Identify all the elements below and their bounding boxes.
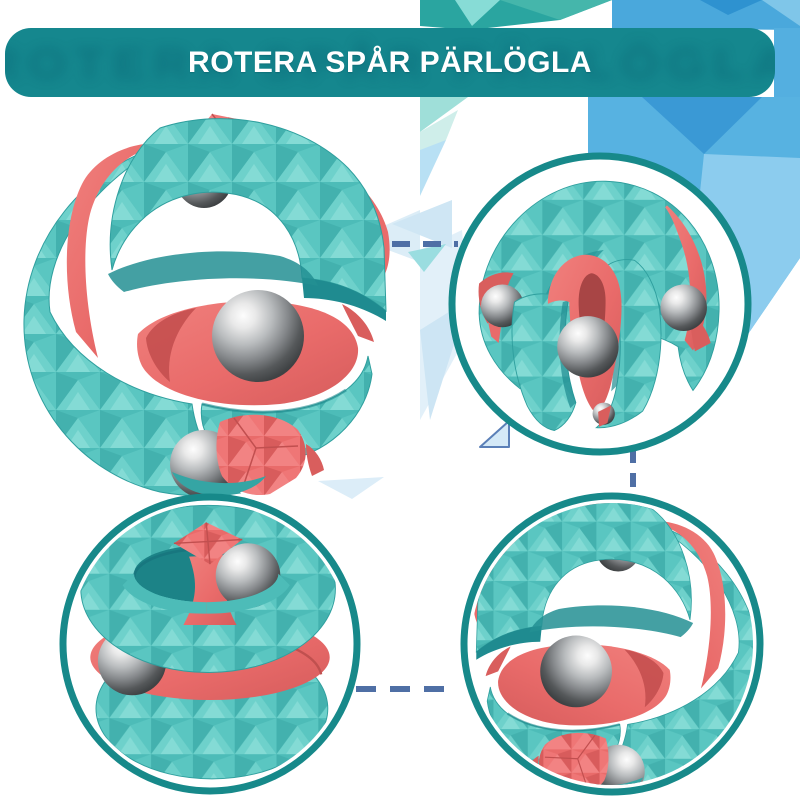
mosaic-triangle bbox=[612, 0, 800, 30]
mosaic-triangle bbox=[318, 477, 384, 499]
ring-front-lip bbox=[122, 573, 207, 614]
mosaic-triangle bbox=[408, 244, 446, 272]
mosaic-triangle bbox=[392, 200, 452, 248]
connector-dashes bbox=[356, 241, 636, 692]
steel-ball bbox=[557, 316, 619, 378]
steel-ball bbox=[212, 290, 304, 382]
mosaic-triangle bbox=[420, 97, 468, 132]
teal-band-top bbox=[109, 118, 387, 313]
front-rim bbox=[172, 472, 266, 496]
red-track-shadow bbox=[146, 308, 196, 382]
mosaic-triangle bbox=[700, 0, 762, 15]
title-banner: ROTERA SPÅR PÄRLÖGLA ROTERA SPÅR PÄRLÖGL… bbox=[5, 28, 775, 97]
inset-circle-border-bottom-right bbox=[460, 492, 764, 796]
leg-shadow bbox=[559, 300, 576, 409]
product-open-view bbox=[478, 180, 720, 431]
band-rim-line bbox=[201, 388, 347, 414]
product-main-view bbox=[23, 113, 390, 498]
mosaic-triangle bbox=[762, 0, 800, 26]
ring-front-lip bbox=[206, 573, 290, 614]
red-wedge bbox=[342, 304, 374, 342]
banner-title: ROTERA SPÅR PÄRLÖGLA bbox=[188, 45, 592, 79]
inset-circle-border-bottom-left bbox=[59, 493, 361, 795]
inset-circle-border-top-right bbox=[448, 152, 752, 456]
red-wedge bbox=[306, 444, 324, 476]
red-dome-ridge bbox=[233, 417, 299, 491]
mosaic-sail-triangle bbox=[479, 420, 510, 448]
mosaic-triangle bbox=[642, 97, 762, 154]
mosaic-triangle bbox=[500, 0, 612, 20]
red-dome bbox=[216, 414, 306, 496]
red-knob-ridge bbox=[173, 522, 243, 565]
product-top-view bbox=[80, 504, 336, 780]
mosaic-triangle bbox=[420, 140, 446, 196]
teal-shell-back bbox=[23, 145, 242, 497]
steel-ball bbox=[660, 284, 707, 331]
interior-shadow bbox=[108, 251, 318, 292]
band-opening-shadow bbox=[302, 278, 386, 321]
mosaic-triangle bbox=[455, 0, 500, 26]
mosaic-triangle bbox=[774, 28, 800, 97]
red-sliver bbox=[598, 405, 612, 427]
mosaic-triangle bbox=[700, 154, 800, 340]
red-track-crescent bbox=[66, 143, 164, 358]
